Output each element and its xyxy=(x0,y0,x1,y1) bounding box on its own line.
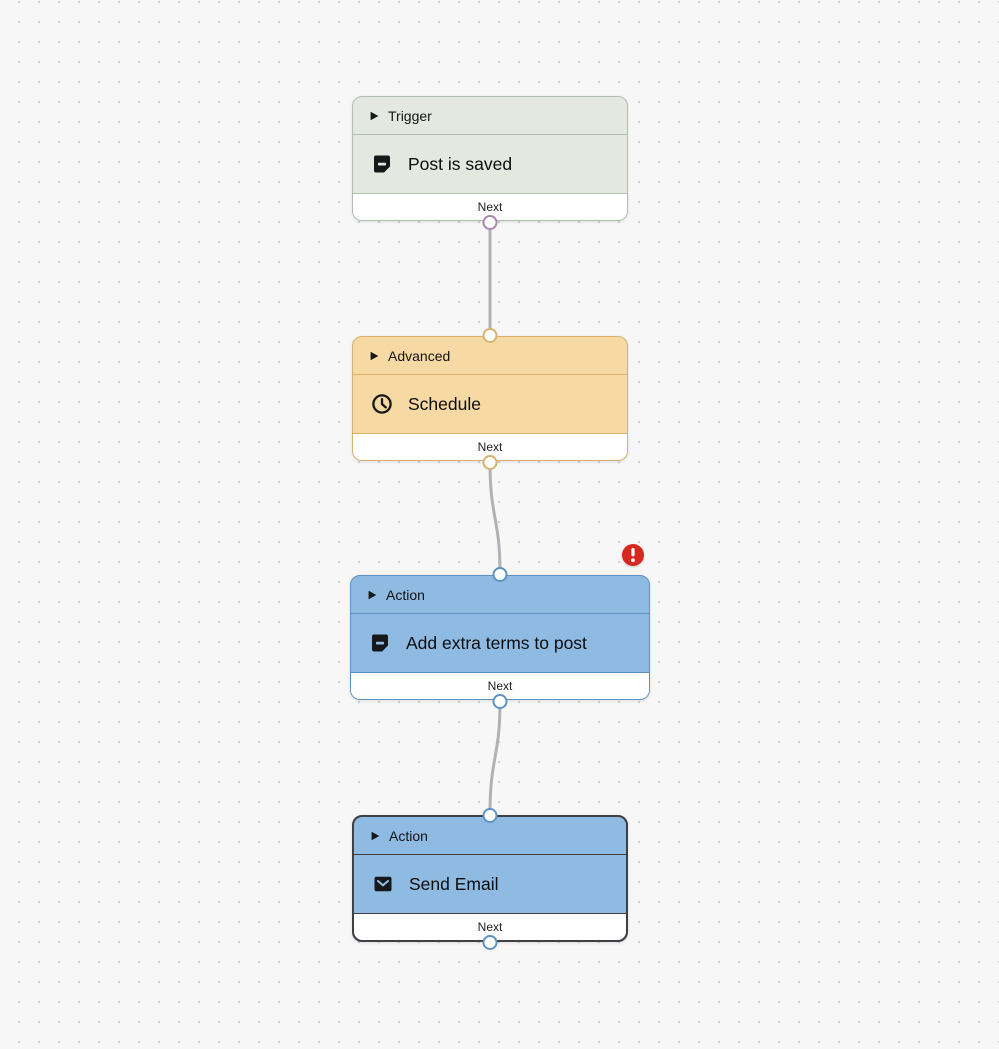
next-label: Next xyxy=(487,679,513,693)
node-header[interactable]: Trigger xyxy=(353,97,627,135)
output-port-handle[interactable] xyxy=(482,454,498,470)
node-body[interactable]: Post is saved xyxy=(353,135,627,193)
node-category-label: Advanced xyxy=(388,347,451,364)
input-port-handle[interactable] xyxy=(482,327,498,343)
input-port-handle[interactable] xyxy=(482,807,498,823)
output-port-handle[interactable] xyxy=(492,693,508,709)
node-title: Send Email xyxy=(409,873,499,894)
node-category-label: Trigger xyxy=(388,107,432,124)
collapse-triangle-icon[interactable] xyxy=(370,111,379,121)
document-icon xyxy=(368,631,392,655)
node-body[interactable]: Send Email xyxy=(354,855,626,913)
flow-node-action-send-email[interactable]: Action Send Email Next xyxy=(352,807,628,950)
input-port-handle[interactable] xyxy=(492,566,508,582)
node-title: Schedule xyxy=(408,393,481,414)
mail-icon xyxy=(371,872,395,896)
edge-connector[interactable] xyxy=(488,461,502,575)
error-badge[interactable] xyxy=(622,544,644,566)
node-body[interactable]: Add extra terms to post xyxy=(351,614,649,672)
next-label: Next xyxy=(477,200,503,214)
node-next-connector[interactable]: Next xyxy=(353,193,627,220)
collapse-triangle-icon[interactable] xyxy=(370,351,379,361)
node-category-label: Action xyxy=(386,586,425,603)
flow-node-action-add-extra-terms[interactable]: Action Add extra terms to post Next xyxy=(350,544,650,709)
flow-node-trigger-post-is-saved[interactable]: Trigger Post is saved Next xyxy=(352,96,628,230)
node-category-label: Action xyxy=(389,827,428,844)
output-port-handle[interactable] xyxy=(482,934,498,950)
document-icon xyxy=(370,152,394,176)
node-body[interactable]: Schedule xyxy=(353,375,627,433)
clock-icon xyxy=(370,392,394,416)
next-label: Next xyxy=(477,920,503,934)
collapse-triangle-icon[interactable] xyxy=(371,831,380,841)
node-header[interactable]: Advanced xyxy=(353,337,627,375)
next-label: Next xyxy=(477,440,503,454)
node-title: Add extra terms to post xyxy=(406,632,587,653)
node-header[interactable]: Action xyxy=(351,576,649,614)
node-header[interactable]: Action xyxy=(354,817,626,855)
collapse-triangle-icon[interactable] xyxy=(368,590,377,600)
edge-connector[interactable] xyxy=(488,700,502,815)
output-port-handle[interactable] xyxy=(482,214,498,230)
node-title: Post is saved xyxy=(408,153,513,174)
flow-node-advanced-schedule[interactable]: Advanced Schedule Next xyxy=(352,327,628,470)
